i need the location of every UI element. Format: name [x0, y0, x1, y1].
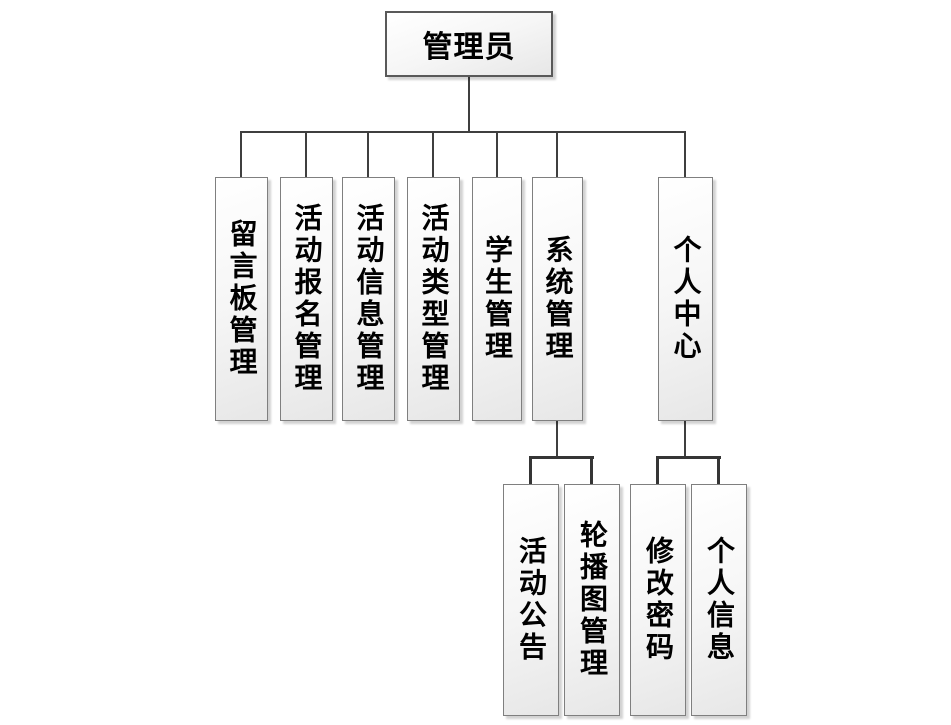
node-carousel-mgmt: 轮播图管理	[564, 484, 620, 716]
node-activity-announcement: 活动公告	[503, 484, 559, 716]
connector-system-drop-announcement	[529, 456, 532, 484]
node-system-mgmt-label: 系统管理	[541, 235, 575, 363]
node-student-mgmt: 学生管理	[472, 177, 522, 421]
connector-stub-student	[496, 131, 498, 177]
node-carousel-mgmt-label: 轮播图管理	[576, 520, 609, 680]
node-message-board-mgmt: 留言板管理	[215, 177, 268, 421]
connector-personal-stem	[684, 421, 686, 456]
connector-personal-drop-info	[717, 456, 720, 484]
node-root-admin-label: 管理员	[422, 30, 516, 65]
node-activity-info-mgmt-label: 活动信息管理	[352, 203, 386, 395]
node-student-mgmt-label: 学生管理	[481, 235, 514, 363]
connector-system-drop-carousel	[590, 456, 593, 484]
node-activity-signup-mgmt-label: 活动报名管理	[290, 203, 324, 395]
connector-personal-drop-password	[656, 456, 659, 484]
node-activity-info-mgmt: 活动信息管理	[342, 177, 395, 421]
node-personal-info-label: 个人信息	[703, 536, 736, 664]
connector-root-stem	[468, 77, 470, 133]
node-activity-announcement-label: 活动公告	[515, 536, 548, 664]
connector-stub-message-board	[240, 131, 242, 177]
connector-system-bracket	[529, 456, 594, 459]
connector-system-stem	[556, 421, 558, 456]
node-change-password-label: 修改密码	[642, 536, 675, 664]
node-root-admin: 管理员	[385, 11, 553, 77]
node-system-mgmt: 系统管理	[532, 177, 583, 421]
connector-stub-activity-signup	[305, 131, 307, 177]
connector-stub-activity-type	[432, 131, 434, 177]
connector-stub-system	[556, 131, 558, 177]
node-personal-center-label: 个人中心	[669, 235, 703, 363]
node-personal-center: 个人中心	[658, 177, 713, 421]
node-personal-info: 个人信息	[691, 484, 747, 716]
connector-stub-activity-info	[367, 131, 369, 177]
node-activity-type-mgmt-label: 活动类型管理	[417, 203, 451, 395]
node-change-password: 修改密码	[630, 484, 686, 716]
node-message-board-mgmt-label: 留言板管理	[225, 219, 259, 379]
node-activity-type-mgmt: 活动类型管理	[407, 177, 460, 421]
connector-stub-personal	[684, 131, 686, 177]
connector-main-rail	[240, 131, 686, 133]
node-activity-signup-mgmt: 活动报名管理	[280, 177, 333, 421]
connector-personal-bracket	[656, 456, 721, 459]
